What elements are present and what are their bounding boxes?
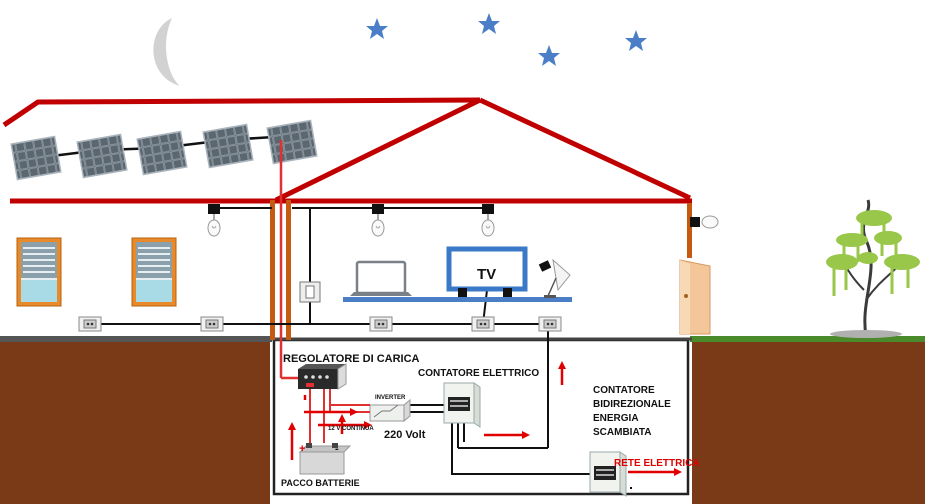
tree-icon	[826, 199, 920, 338]
flow-arrows	[288, 361, 682, 476]
ground	[0, 336, 925, 504]
roof	[2, 97, 692, 204]
inverter-icon	[369, 398, 411, 423]
tv-icon: TV	[446, 246, 528, 297]
inverter-label: INVERTER	[375, 395, 406, 401]
window-icon	[16, 237, 177, 307]
ac-220v-label: 220 Volt	[384, 429, 426, 441]
bidirectional-meter-label: CONTATORE BIDIREZIONALE ENERGIA SCAMBIAT…	[593, 385, 671, 438]
bidirectional-line-2: BIDIREZIONALE	[593, 399, 671, 410]
moon-icon	[153, 18, 180, 86]
battery-plus: +	[299, 443, 305, 455]
door-icon	[679, 259, 711, 335]
regulator-icon	[298, 363, 347, 390]
bidirectional-line-3: ENERGIA	[593, 413, 639, 424]
bidirectional-line-1: CONTATORE	[593, 385, 655, 396]
light-bulb-icon	[207, 203, 719, 237]
tv-label: TV	[477, 266, 496, 283]
laptop-icon	[350, 260, 412, 296]
shelf	[343, 297, 572, 302]
battery-icon	[298, 443, 352, 475]
dc-12v-label: 12 V CONTINUA	[328, 426, 374, 432]
battery-pack-label: PACCO BATTERIE	[281, 478, 360, 488]
solar-panel-icon	[10, 119, 318, 181]
lamp-icon	[538, 258, 571, 298]
charge-regulator-label: REGOLATORE DI CARICA	[283, 353, 420, 365]
star-icon	[366, 13, 647, 66]
bidirectional-line-4: SCAMBIATA	[593, 427, 652, 438]
wall-switch	[299, 281, 321, 303]
battery-minus: -	[335, 443, 339, 455]
down-pipes	[270, 140, 692, 380]
grid-label: RETE ELETTRICA	[614, 458, 700, 469]
electric-meter-label: CONTATORE ELETTRICO	[418, 368, 539, 379]
